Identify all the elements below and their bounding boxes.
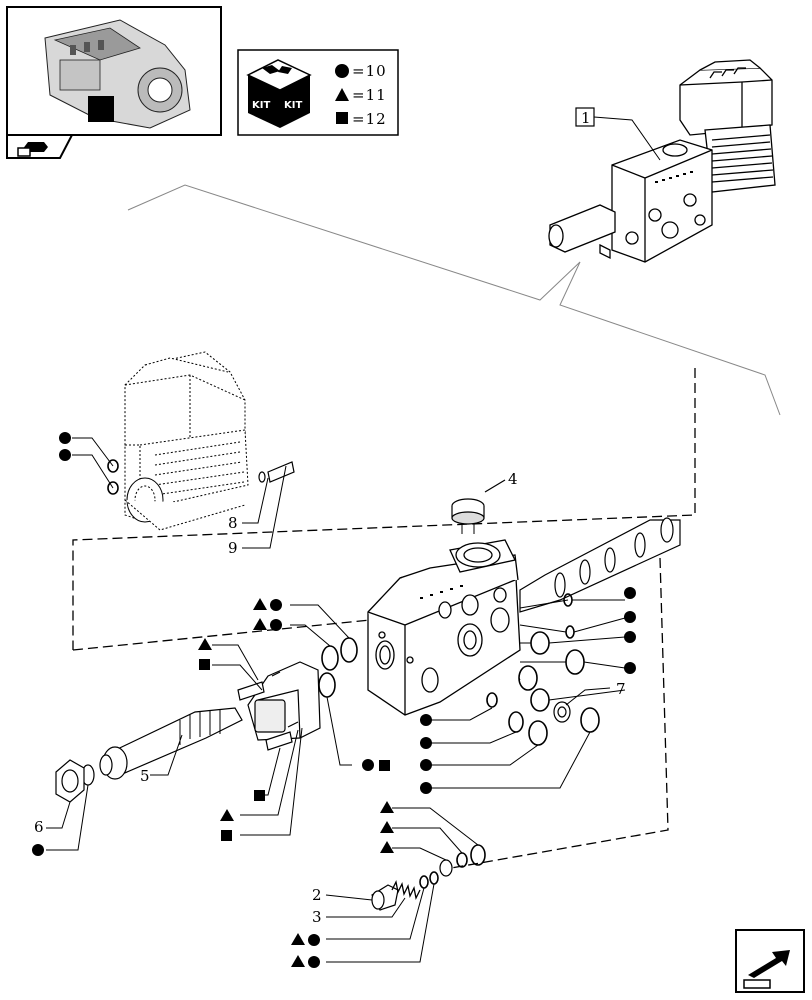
plug-part-4	[451, 479, 506, 534]
callout-4: 4	[508, 470, 518, 488]
projection-lines	[127, 184, 781, 416]
valve-assembly-overview: 1	[548, 59, 776, 263]
exploded-boundary	[72, 368, 696, 871]
callout-8: 8	[228, 514, 238, 532]
legend-triangle-value: =11	[352, 86, 387, 104]
main-valve-body	[367, 539, 521, 716]
plunger-part-2	[371, 884, 399, 911]
assembly-ref-label: 1	[581, 109, 591, 127]
square-symbol	[336, 112, 348, 124]
leader-lines	[46, 437, 626, 963]
callout-9: 9	[228, 539, 238, 557]
callout-3: 3	[312, 908, 322, 926]
thumbnail-panel[interactable]	[6, 6, 222, 159]
circle-symbol	[335, 64, 349, 78]
callout-5: 5	[140, 767, 150, 785]
next-page-icon[interactable]	[735, 929, 805, 993]
callout-2: 2	[312, 886, 322, 904]
previous-page-icon[interactable]	[17, 142, 48, 157]
flange-and-shaft	[55, 661, 321, 803]
spool	[519, 517, 681, 613]
triangle-symbol	[335, 88, 349, 101]
callout-7: 7	[616, 680, 626, 698]
kit-markers	[32, 432, 636, 968]
o-rings	[107, 459, 600, 889]
kit-cube-icon: KIT KIT	[246, 59, 312, 128]
legend-square-value: =12	[352, 110, 387, 128]
actuator-housing	[124, 351, 249, 531]
tractor-transmission-thumbnail	[44, 19, 191, 129]
callout-6: 6	[34, 818, 44, 836]
kit-label-right: KIT	[284, 100, 302, 111]
bolt-part-8-9	[258, 461, 295, 483]
kit-label-left: KIT	[252, 100, 270, 111]
kit-legend: KIT KIT =10 =11 =12	[237, 49, 399, 136]
cap-part-7	[553, 701, 571, 723]
legend-circle-value: =10	[352, 62, 387, 80]
callout-labels: 8 9 4 5 6 7 2 3	[34, 470, 626, 926]
bush-part	[439, 859, 453, 877]
spring-part-3	[391, 880, 421, 900]
